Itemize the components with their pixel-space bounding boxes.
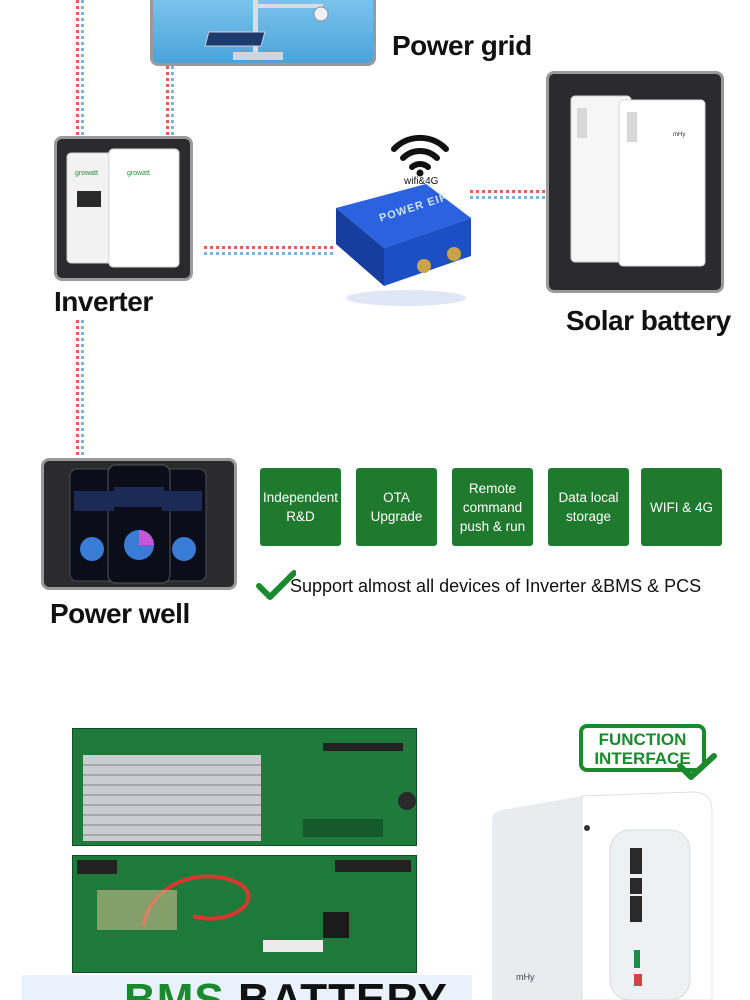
power-well-image xyxy=(41,458,237,590)
feature-tile-label: Independent R&D xyxy=(262,490,339,524)
feature-tile-rnd: Independent R&D xyxy=(260,468,341,546)
solar-pole-icon xyxy=(204,0,329,60)
function-interface-line1: FUNCTION xyxy=(598,730,687,749)
feature-tile-label: OTA Upgrade xyxy=(370,490,423,524)
feature-tile-ota: OTA Upgrade xyxy=(356,468,437,546)
battery-unit-image: mHy xyxy=(492,790,722,1000)
solar-battery-image: mHy xyxy=(546,71,724,293)
bms-battery-title: BMS BATTERY xyxy=(124,978,448,1000)
svg-text:mHy: mHy xyxy=(516,972,535,982)
feature-tile-label: WIFI & 4G xyxy=(649,499,713,515)
badge-checkmark-icon xyxy=(676,752,718,782)
data-line-top-left xyxy=(76,0,86,135)
svg-text:growatt: growatt xyxy=(75,170,98,177)
data-line-inverter-to-device xyxy=(204,246,336,256)
data-line-inverter-to-well xyxy=(76,320,86,455)
data-line-top-center xyxy=(166,60,176,135)
inverter-image: growatt growatt xyxy=(54,136,193,281)
data-line-device-to-battery xyxy=(470,190,548,200)
power-eif-device-image: POWER EIF xyxy=(326,178,476,318)
function-interface-line2: INTERFACE xyxy=(594,749,691,768)
support-text: Support almost all devices of Inverter &… xyxy=(290,576,702,596)
bms-board-top-image xyxy=(72,728,417,846)
wifi-icon xyxy=(390,133,450,177)
bms-title-part1: BMS xyxy=(124,975,225,1000)
feature-tile-label: Remote command push & run xyxy=(459,480,526,534)
bms-board-bottom-image xyxy=(72,855,417,973)
svg-text:growatt: growatt xyxy=(127,170,150,177)
power-well-label: Power well xyxy=(50,598,190,629)
power-grid-label: Power grid xyxy=(392,30,532,61)
feature-tile-label: Data local storage xyxy=(558,490,619,524)
inverter-label: Inverter xyxy=(54,286,153,317)
feature-tile-remote: Remote command push & run xyxy=(452,468,533,546)
checkmark-icon xyxy=(256,570,297,600)
feature-tile-storage: Data local storage xyxy=(548,468,629,546)
bms-title-part2: BATTERY xyxy=(238,975,448,1000)
function-interface-badge: FUNCTION INTERFACE xyxy=(579,724,706,772)
svg-text:mHy: mHy xyxy=(673,132,685,138)
solar-battery-label: Solar battery xyxy=(566,305,731,336)
feature-tile-wifi: WIFI & 4G xyxy=(641,468,722,546)
power-grid-image xyxy=(150,0,376,66)
wifi-label: wifi&4G xyxy=(404,176,439,187)
bms-title-banner xyxy=(22,975,472,1000)
